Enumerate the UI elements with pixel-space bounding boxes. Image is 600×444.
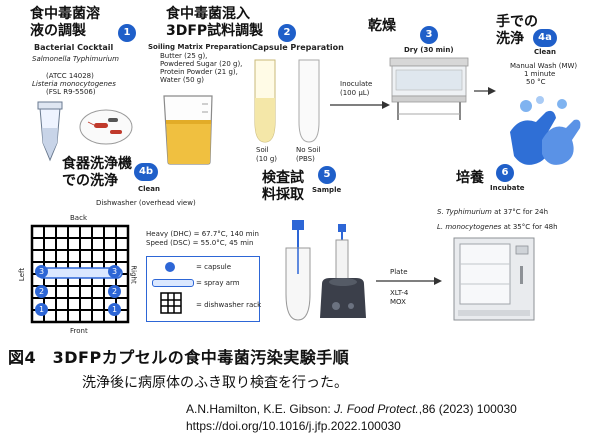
legend-arm-swatch [152, 279, 194, 287]
figure-caption-title: 図4 3DFPカプセルの食中毒菌汚染実験手順 [8, 348, 350, 367]
step5-title: Sample [312, 186, 342, 194]
capsule-soil-label: Soil (10 g) [256, 146, 278, 163]
step4a-jp-label: 手での 洗浄 [496, 14, 538, 47]
legend-capsule-text: = capsule [196, 263, 232, 271]
step1-organism1: Salmonella Typhimurium [32, 55, 119, 63]
step6-condition2: L. monocytogenes at 35°C for 48h [437, 223, 558, 231]
legend-rack-text: = dishwasher rack [196, 301, 262, 309]
rack-back-label: Back [70, 214, 87, 222]
step1-title: Bacterial Cocktail [34, 43, 114, 52]
step3-badge: 3 [420, 26, 438, 44]
step2-water: Water (50 g) [160, 76, 204, 84]
rack-right-label: Right [129, 265, 138, 284]
step4a-method: Manual Wash (MW) [510, 62, 578, 70]
hand-wash-icon [510, 96, 581, 165]
biosafety-hood-icon [389, 57, 469, 120]
dishwasher-heavy-setting: Heavy (DHC) = 67.7°C, 140 min [146, 230, 259, 238]
step2-badge: 2 [278, 24, 296, 42]
step4b-subtitle: Dishwasher (overhead view) [96, 199, 196, 207]
step2-protein: Protein Powder (21 g), [160, 68, 238, 76]
step5-jp-label: 検査試 料採取 [262, 170, 304, 203]
step6-title: Incubate [490, 184, 525, 192]
rack-capsule: 1 [108, 303, 121, 316]
step1-badge: 1 [118, 24, 136, 42]
step2-butter: Butter (25 g), [160, 52, 208, 60]
rack-capsule: 2 [108, 285, 121, 298]
step1-atcc: (ATCC 14028) [46, 72, 94, 80]
dishwasher-speed-setting: Speed (DSC) = 55.0°C, 45 min [146, 239, 254, 247]
step1-organism2: Listeria monocytogenes [32, 80, 116, 88]
step2-title: Soiling Matrix Preparation [148, 43, 253, 51]
step4b-badge: 4b [134, 163, 158, 181]
step4a-badge: 4a [533, 29, 557, 47]
bacteria-ellipse-icon [79, 109, 133, 145]
step4a-duration: 1 minute [524, 70, 556, 78]
arrow-right-icon [474, 87, 496, 95]
figure-reference: A.N.Hamilton, K.E. Gibson: J. Food Prote… [186, 402, 517, 416]
rack-left-label: Left [18, 267, 27, 282]
microtube-icon [37, 101, 63, 162]
plate-media-xlt4: XLT-4 [390, 289, 409, 297]
legend-rack-swatch [160, 292, 182, 314]
rack-capsule: 3 [35, 265, 48, 278]
step1-jp-label: 食中毒菌溶 液の調製 [30, 6, 100, 39]
step4b-jp-label: 食器洗浄機 での洗浄 [62, 156, 132, 189]
step3-jp-label: 乾燥 [368, 18, 396, 34]
plate-label: Plate [390, 268, 408, 276]
plate-media-mox: MOX [390, 298, 406, 306]
swab-tube-icon [285, 220, 311, 321]
capsule-nosoil-icon [298, 59, 320, 143]
capsule-nosoil-label: No Soil (PBS) [296, 146, 321, 163]
step2-sugar: Powdered Sugar (20 g), [160, 60, 243, 68]
rack-capsule: 2 [35, 285, 48, 298]
step2-jp-label: 食中毒菌混入 3DFP試料調製 [166, 6, 264, 39]
legend-capsule-swatch [165, 262, 175, 272]
step4a-title: Clean [534, 48, 556, 56]
rack-front-label: Front [70, 327, 88, 335]
step6-jp-label: 培養 [456, 170, 484, 186]
figure-doi: https://doi.org/10.1016/j.jfp.2022.10003… [186, 419, 401, 433]
rack-capsule: 1 [35, 303, 48, 316]
arrow-right-icon [330, 101, 390, 109]
inoculate-label: Inoculate (100 µL) [340, 80, 373, 97]
legend-arm-text: = spray arm [196, 279, 240, 287]
capsule-prep-title: Capsule Preparation [252, 43, 344, 52]
arrow-right-icon [376, 277, 442, 285]
figure-caption-subtitle: 洗浄後に病原体のふき取り検査を行った。 [82, 375, 348, 391]
rack-capsule: 3 [108, 265, 121, 278]
beaker-icon [163, 95, 213, 165]
step5-badge: 5 [318, 166, 336, 184]
step4b-title: Clean [138, 185, 160, 193]
step4a-temp: 50 °C [526, 78, 546, 86]
step6-condition1: S. Typhimurium at 37°C for 24h [437, 208, 549, 216]
step1-fsl: (FSL R9-5506) [46, 88, 96, 96]
incubator-icon [453, 237, 535, 321]
vortex-mixer-icon [320, 224, 366, 318]
capsule-soil-icon [254, 59, 276, 143]
step6-badge: 6 [496, 164, 514, 182]
step3-title: Dry (30 min) [404, 46, 454, 54]
